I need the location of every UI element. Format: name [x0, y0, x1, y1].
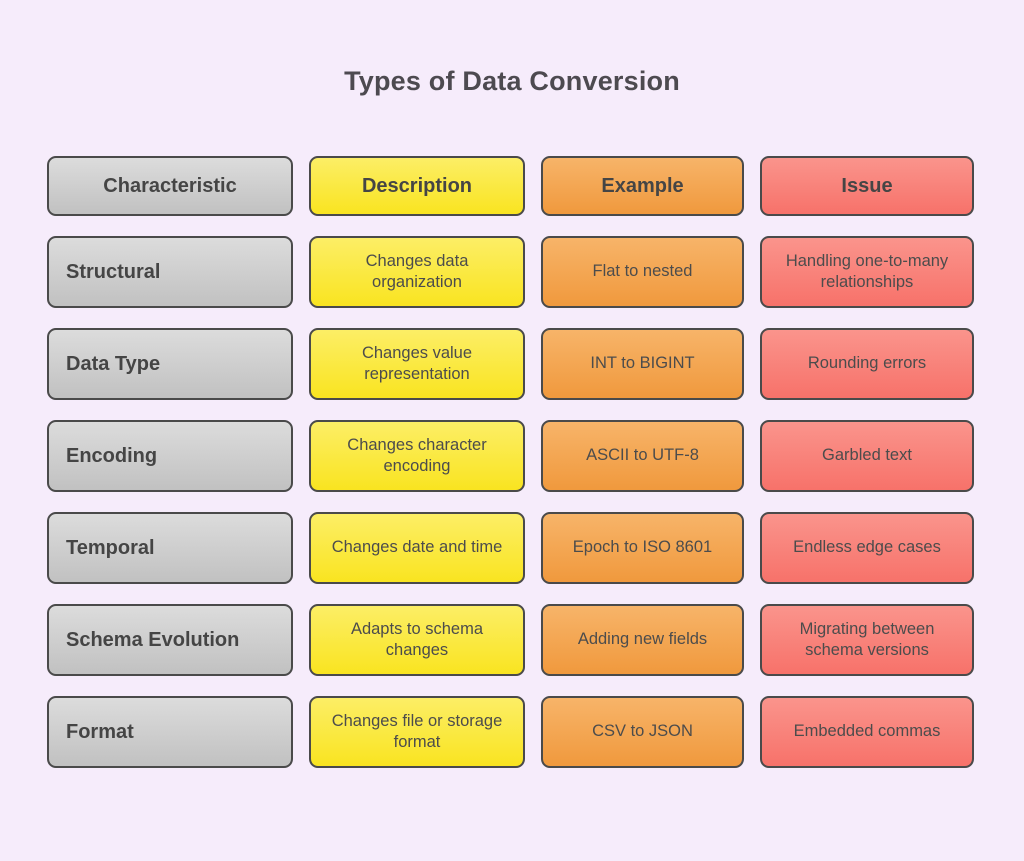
issue-cell-temporal: Endless edge cases: [760, 512, 974, 584]
header-issue: Issue: [760, 156, 974, 216]
header-description: Description: [309, 156, 525, 216]
characteristic-cell-structural: Structural: [47, 236, 293, 308]
example-cell-format: CSV to JSON: [541, 696, 744, 768]
characteristic-cell-temporal: Temporal: [47, 512, 293, 584]
characteristic-cell-schema-evolution: Schema Evolution: [47, 604, 293, 676]
characteristic-cell-format: Format: [47, 696, 293, 768]
issue-cell-encoding: Garbled text: [760, 420, 974, 492]
header-example: Example: [541, 156, 744, 216]
header-characteristic: Characteristic: [47, 156, 293, 216]
issue-cell-structural: Handling one-to-many relationships: [760, 236, 974, 308]
description-cell-format: Changes file or storage format: [309, 696, 525, 768]
example-cell-encoding: ASCII to UTF-8: [541, 420, 744, 492]
characteristic-cell-data-type: Data Type: [47, 328, 293, 400]
description-cell-schema-evolution: Adapts to schema changes: [309, 604, 525, 676]
diagram-title: Types of Data Conversion: [344, 66, 680, 96]
description-cell-encoding: Changes character encoding: [309, 420, 525, 492]
description-cell-data-type: Changes value representation: [309, 328, 525, 400]
example-cell-structural: Flat to nested: [541, 236, 744, 308]
issue-cell-schema-evolution: Migrating between schema versions: [760, 604, 974, 676]
issue-cell-format: Embedded commas: [760, 696, 974, 768]
description-cell-temporal: Changes date and time: [309, 512, 525, 584]
issue-cell-data-type: Rounding errors: [760, 328, 974, 400]
example-cell-data-type: INT to BIGINT: [541, 328, 744, 400]
characteristic-cell-encoding: Encoding: [47, 420, 293, 492]
description-cell-structural: Changes data organization: [309, 236, 525, 308]
example-cell-schema-evolution: Adding new fields: [541, 604, 744, 676]
example-cell-temporal: Epoch to ISO 8601: [541, 512, 744, 584]
